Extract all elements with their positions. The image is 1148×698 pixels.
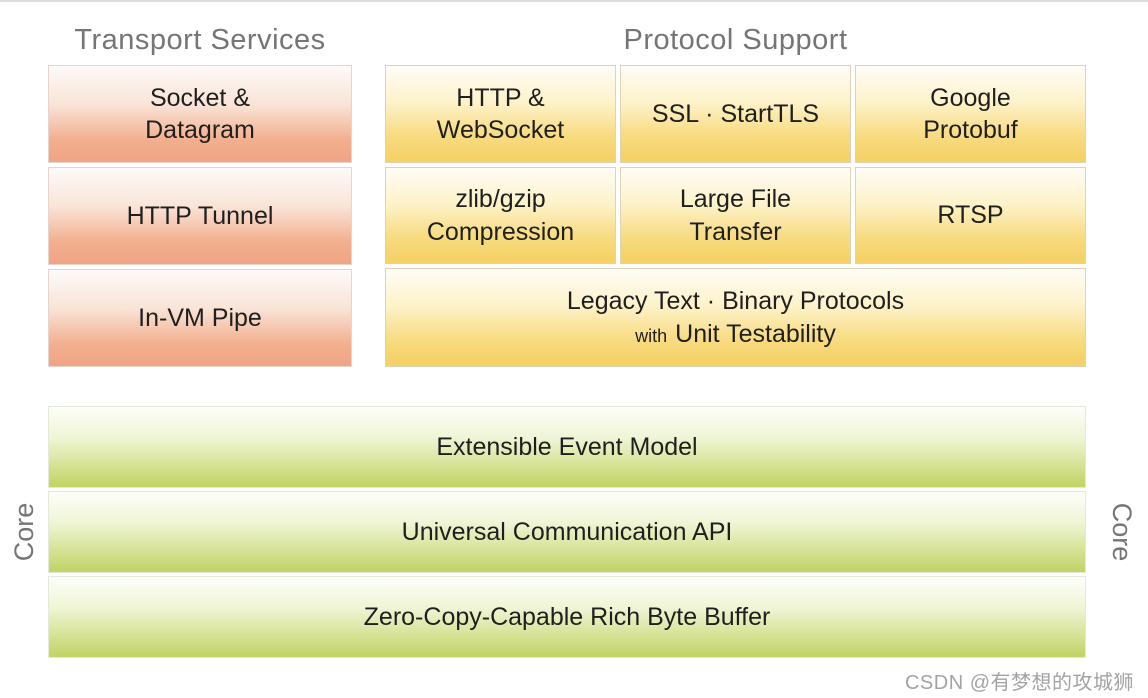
protocol-support-grid: HTTP & WebSocket SSL · StartTLS Google P…	[385, 65, 1086, 367]
legacy-protocols-line1: Legacy Text · Binary Protocols	[566, 287, 905, 315]
transport-box-invm-pipe: In-VM Pipe	[48, 269, 352, 367]
core-band: Extensible Event Model Universal Communi…	[48, 406, 1086, 658]
core-label-right: Core	[1107, 502, 1138, 562]
legacy-protocols-line2: with Unit Testability	[635, 318, 836, 351]
protocol-cell-rtsp: RTSP	[855, 167, 1086, 264]
core-row-universal-communication-api: Universal Communication API	[48, 491, 1086, 573]
transport-services-column: Socket & Datagram HTTP Tunnel In-VM Pipe	[48, 65, 352, 367]
header-transport-services: Transport Services	[74, 24, 326, 56]
top-border-line	[0, 0, 1148, 2]
csdn-watermark: CSDN @有梦想的攻城狮	[904, 672, 1134, 694]
core-label-left: Core	[8, 502, 39, 562]
legacy-unit-testability: Unit Testability	[675, 319, 836, 348]
protocol-cell-google-protobuf: Google Protobuf	[855, 65, 1086, 163]
protocol-cell-ssl-starttls: SSL · StartTLS	[620, 65, 851, 163]
header-protocol-support: Protocol Support	[623, 24, 848, 56]
transport-box-http-tunnel: HTTP Tunnel	[48, 167, 352, 265]
legacy-with-word: with	[635, 325, 668, 346]
core-row-extensible-event-model: Extensible Event Model	[48, 406, 1086, 488]
protocol-cell-zlib-gzip-compression: zlib/gzip Compression	[385, 167, 616, 264]
transport-box-socket-datagram: Socket & Datagram	[48, 65, 352, 163]
core-row-zero-copy-byte-buffer: Zero-Copy-Capable Rich Byte Buffer	[48, 576, 1086, 658]
protocol-cell-large-file-transfer: Large File Transfer	[620, 167, 851, 264]
protocol-cell-legacy-protocols: Legacy Text · Binary Protocols with Unit…	[385, 268, 1086, 367]
protocol-cell-http-websocket: HTTP & WebSocket	[385, 65, 616, 163]
